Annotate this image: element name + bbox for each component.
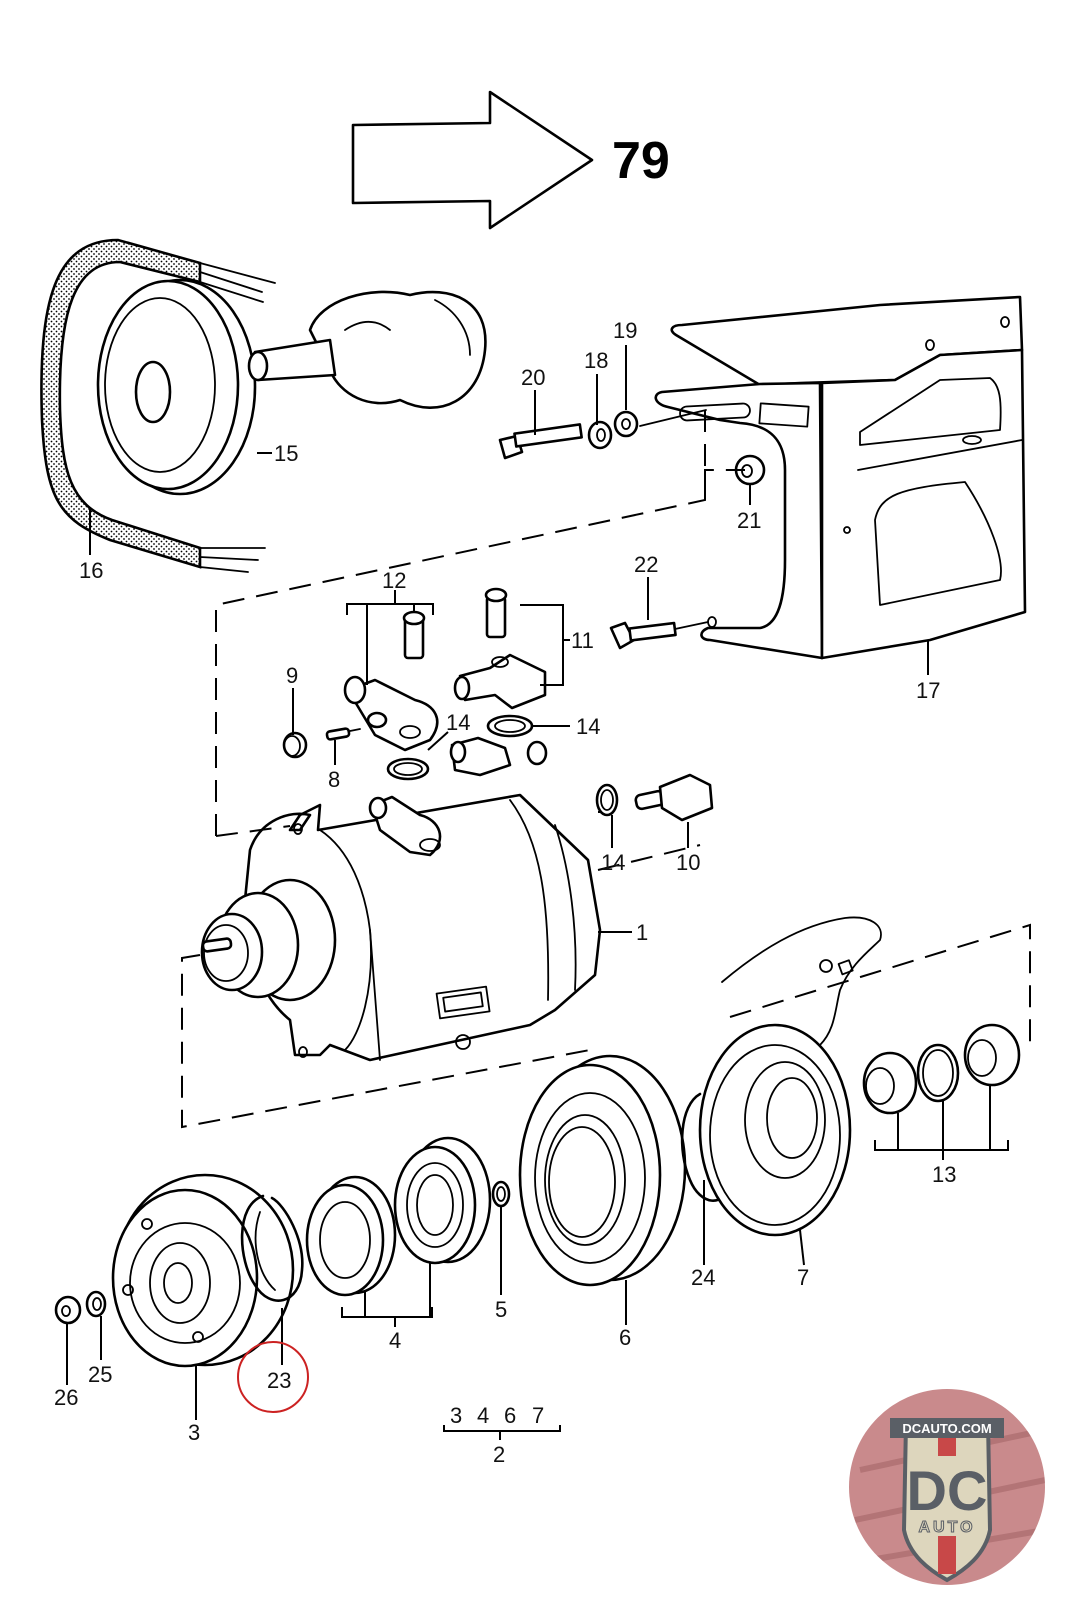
group-2-member: 3 — [450, 1403, 462, 1428]
valve-core-8-part — [325, 727, 361, 741]
compressor-part — [200, 736, 602, 1062]
adapter-10-part — [634, 773, 714, 822]
continuation-arrow-icon — [351, 90, 594, 230]
watermark-subtitle: AUTO — [918, 1519, 975, 1536]
callout-13: 13 — [932, 1162, 956, 1187]
bearing-4-parts — [305, 1136, 492, 1297]
callout-26: 26 — [54, 1385, 78, 1410]
coil-7-part — [698, 916, 882, 1237]
nut-26-part — [54, 1295, 82, 1325]
callout-19: 19 — [613, 318, 637, 343]
assembly-line-compressor-front — [215, 825, 291, 837]
bolt-20-part — [498, 423, 583, 460]
callout-11: 11 — [571, 628, 594, 653]
fitting-11-part — [453, 587, 547, 710]
callout-17: 17 — [916, 678, 940, 703]
callout-3: 3 — [188, 1420, 200, 1445]
highlight-circle — [237, 1341, 309, 1413]
group-2-member: 7 — [532, 1403, 544, 1428]
shim-5-part — [491, 1180, 511, 1208]
dcauto-watermark-logo: DCAUTO.COM DC AUTO — [849, 1389, 1045, 1585]
callout-10: 10 — [676, 850, 700, 875]
callout-6: 6 — [619, 1325, 631, 1350]
pulley-6-part — [518, 1054, 687, 1287]
assembly-line-rear — [597, 811, 701, 871]
callout-21: 21 — [737, 508, 761, 533]
continuation-reference: 79 — [612, 132, 670, 190]
callout-18: 18 — [584, 348, 608, 373]
valve-cap-9-part — [282, 731, 308, 759]
callout-4: 4 — [389, 1328, 401, 1353]
crank-pulley-part — [96, 278, 257, 496]
callout-1: 1 — [636, 920, 648, 945]
callout-16: 16 — [79, 558, 103, 583]
callout-5: 5 — [495, 1297, 507, 1322]
bolt-22-part — [609, 621, 709, 650]
callout-15: 15 — [274, 441, 298, 466]
callout-23: 23 — [267, 1368, 291, 1393]
crankshaft-part — [247, 290, 487, 409]
callout-25: 25 — [88, 1362, 112, 1387]
callout-24: 24 — [691, 1265, 715, 1290]
snap-ring-23-part — [240, 1194, 304, 1302]
assembly-line-clutch — [181, 923, 1031, 1129]
washer-19-part — [613, 410, 639, 438]
callout-20: 20 — [521, 365, 545, 390]
seal-kit-13-parts — [862, 1023, 1021, 1115]
callout-7: 7 — [797, 1265, 809, 1290]
leader-lines — [66, 345, 1009, 1440]
lock-washer-25-part — [85, 1290, 107, 1318]
callout-14-a: 14 — [446, 710, 470, 735]
drive-belt-part — [40, 238, 276, 573]
callout-9: 9 — [286, 663, 298, 688]
assembly-line-bracket — [215, 469, 745, 836]
callout-2: 2 — [493, 1442, 505, 1467]
watermark-monogram: DC — [907, 1459, 988, 1522]
group-2-member: 6 — [504, 1403, 516, 1428]
group-2-member: 4 — [477, 1403, 489, 1428]
callout-14-c: 14 — [601, 850, 625, 875]
callout-12: 12 — [382, 568, 406, 593]
o-ring-14-parts — [386, 714, 619, 817]
callout-22: 22 — [634, 552, 658, 577]
fitting-12-part — [343, 610, 439, 752]
watermark-site: DCAUTO.COM — [902, 1421, 991, 1436]
callout-8: 8 — [328, 767, 340, 792]
clutch-hub-3-part — [111, 1173, 295, 1368]
callout-14-b: 14 — [576, 714, 600, 739]
lock-washer-18-part — [587, 420, 613, 450]
mounting-bracket-part — [654, 295, 1027, 660]
